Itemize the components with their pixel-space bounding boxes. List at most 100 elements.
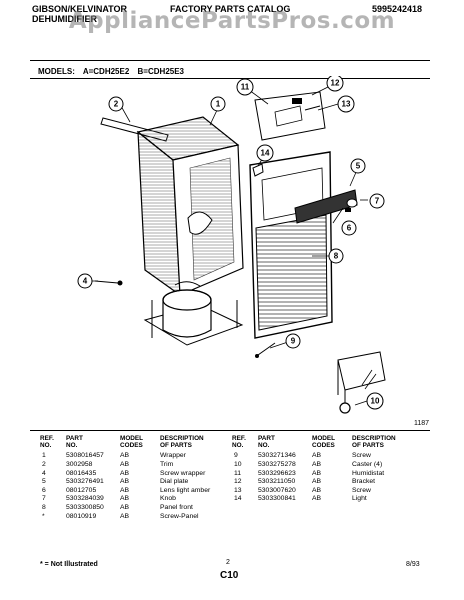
caster-detail (337, 351, 386, 414)
svg-text:10: 10 (371, 397, 380, 406)
cell-part: 5303300841 (258, 495, 296, 503)
exploded-parts-diagram: 1 2 4 5 6 7 8 9 10 11 12 13 14 (77, 76, 386, 414)
callout-12: 12 (326, 76, 344, 92)
cell-desc: Screw wrapper (160, 469, 206, 477)
cell-desc: Screw (352, 452, 371, 460)
header-rule (30, 60, 430, 61)
cell-part: 5303271346 (258, 452, 296, 460)
cell-desc: Bracket (352, 478, 376, 486)
panel-screw (255, 342, 276, 358)
cell-ref: 1 (42, 452, 46, 460)
col-ref: REF.NO. (40, 435, 54, 449)
cell-part: 3002958 (66, 461, 93, 469)
table-row: 9 5303271346 AB Screw (232, 452, 400, 461)
cell-model: AB (312, 461, 322, 469)
svg-text:5: 5 (356, 162, 361, 171)
cell-model: AB (120, 504, 130, 511)
cell-part: 5303211050 (258, 478, 296, 486)
header-brand-line2: DEHUMIDIFIER (32, 14, 97, 24)
callouts: 1 2 4 5 6 7 8 9 10 11 12 13 14 (77, 76, 385, 410)
svg-text:7: 7 (375, 197, 380, 206)
cell-model: AB (312, 469, 322, 477)
footer-note: * = Not Illustrated (40, 561, 98, 568)
cell-model: AB (312, 495, 322, 503)
cell-model: AB (120, 478, 130, 486)
callout-10: 10 (366, 392, 384, 410)
cell-ref: 5 (42, 478, 46, 486)
cell-desc: Screw-Panel (160, 512, 199, 520)
cell-model: AB (312, 478, 322, 486)
cell-desc: Light (352, 495, 367, 503)
cell-model: AB (120, 486, 130, 494)
callout-2: 2 (108, 96, 124, 112)
cell-part: 5303007620 (258, 486, 296, 494)
cell-desc: Trim (160, 461, 174, 469)
cell-part: 5303276491 (66, 478, 104, 486)
cell-ref: 4 (42, 469, 46, 477)
callout-11: 11 (236, 78, 254, 96)
cell-ref: 9 (234, 452, 238, 460)
light (252, 163, 264, 177)
cell-ref: 6 (42, 486, 46, 494)
cell-ref: 10 (234, 461, 242, 469)
cell-part: 5303300850 (66, 504, 104, 511)
cell-model: AB (120, 512, 130, 520)
cell-ref: * (42, 512, 45, 520)
cell-model: AB (312, 452, 322, 460)
header-title: FACTORY PARTS CATALOG (170, 4, 291, 14)
svg-text:14: 14 (261, 149, 270, 158)
lens-light-amber (345, 208, 351, 212)
table-row: 13 5303007620 AB Screw (232, 487, 400, 496)
wrapper-cabinet (136, 116, 244, 297)
models-label: MODELS: (38, 67, 75, 76)
table-row: 14 5303300841 AB Light (232, 495, 400, 504)
cell-desc: Screw (352, 486, 371, 494)
footer-date: 8/93 (406, 561, 420, 568)
col-ref: REF.NO. (232, 435, 246, 449)
cell-part: 08012705 (66, 486, 97, 494)
model-b: B=CDH25E3 (137, 67, 184, 76)
cell-model: AB (120, 461, 130, 469)
svg-text:11: 11 (241, 83, 250, 92)
cell-model: AB (120, 452, 130, 460)
callout-13: 13 (337, 95, 355, 113)
header-brand: GIBSON/KELVINATOR DEHUMIDIFIER (32, 4, 127, 24)
table-row: 12 5303211050 AB Bracket (232, 478, 400, 487)
diagram-code: 1187 (414, 420, 430, 427)
cell-ref: 14 (234, 495, 242, 503)
models-line: MODELS: A=CDH25E2 B=CDH25E3 (38, 67, 190, 76)
cell-part: 5308016457 (66, 452, 104, 460)
watermark: AppliancePartsPros.com (68, 8, 396, 34)
cell-part: 5303284039 (66, 495, 104, 503)
callout-1: 1 (210, 96, 226, 112)
cell-part: 08016435 (66, 469, 97, 477)
svg-text:2: 2 (114, 100, 119, 109)
cell-part: 5303275278 (258, 461, 296, 469)
header-brand-line1: GIBSON/KELVINATOR (32, 4, 128, 14)
svg-text:13: 13 (342, 100, 351, 109)
svg-text:9: 9 (291, 337, 296, 346)
table-row: * 08010919 AB Screw-Panel (40, 513, 214, 522)
svg-text:1: 1 (216, 100, 221, 109)
cell-part: 08010919 (66, 512, 97, 520)
svg-text:8: 8 (334, 252, 339, 261)
cell-ref: 12 (234, 478, 242, 486)
cell-part: 5303296623 (258, 469, 296, 477)
cell-model: AB (312, 486, 322, 494)
cell-ref: 8 (42, 504, 46, 511)
cell-desc: Knob (160, 495, 176, 503)
cell-ref: 13 (234, 486, 242, 494)
